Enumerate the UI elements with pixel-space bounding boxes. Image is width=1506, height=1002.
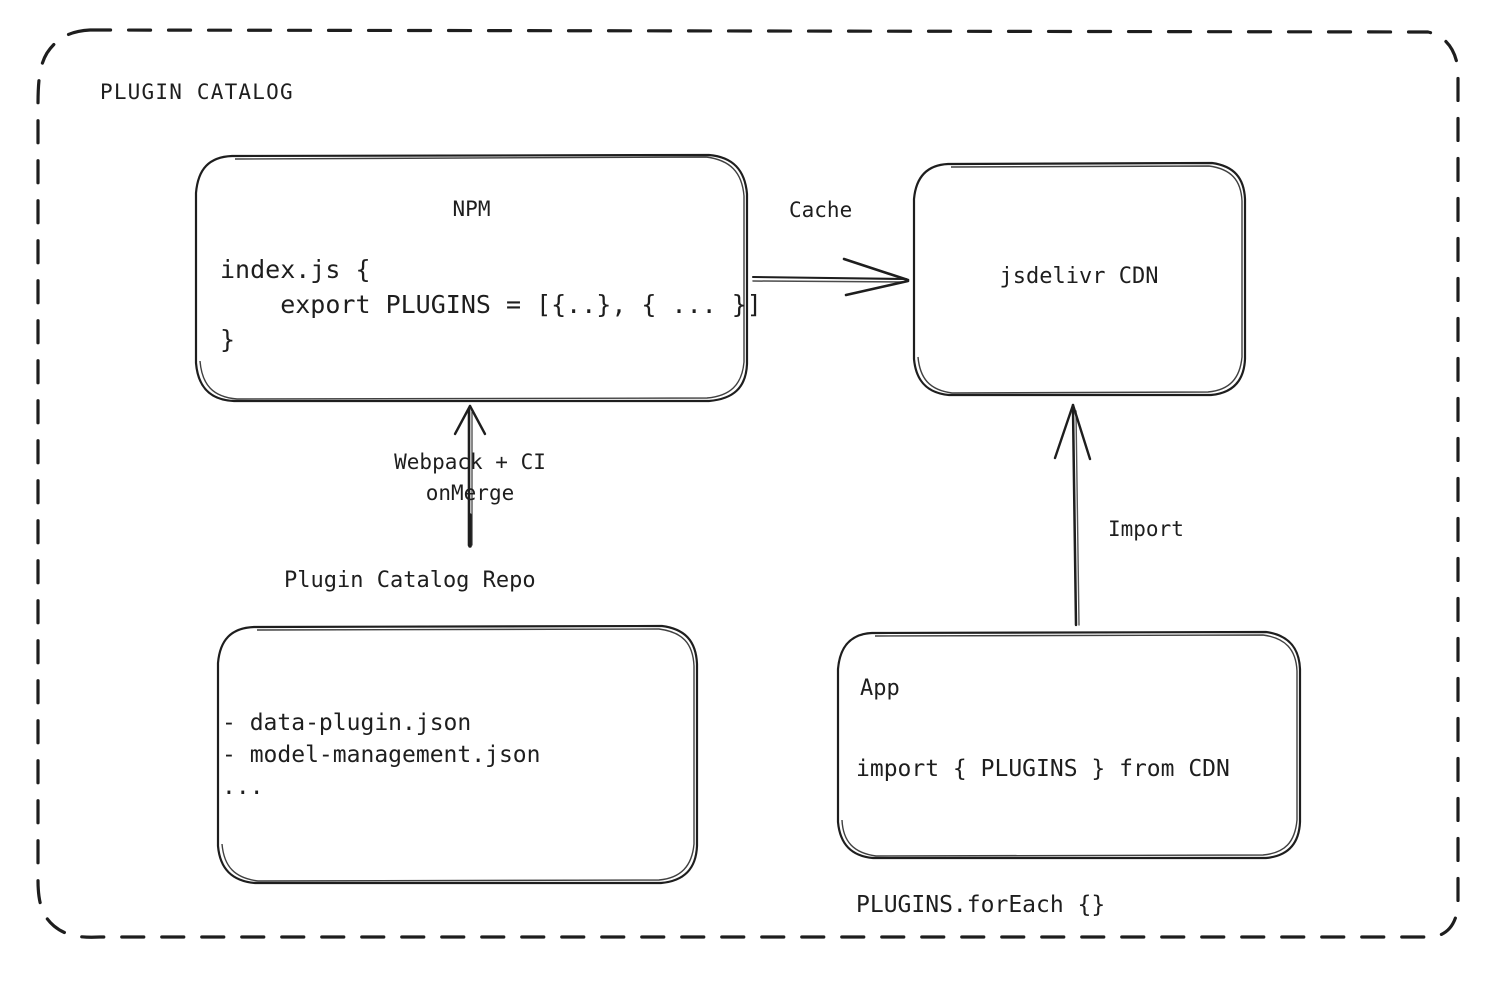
npm-node-code: index.js { export PLUGINS = [{..}, { ...… — [220, 255, 762, 354]
repo-node-label: Plugin Catalog Repo — [284, 568, 536, 593]
cdn-node-title: jsdelivr CDN — [999, 264, 1159, 289]
edge-label-import: Import — [1108, 517, 1184, 541]
edge-app-to-cdn-arrow — [1053, 403, 1092, 627]
app-node-code: import { PLUGINS } from CDN PLUGINS.forE… — [856, 756, 1230, 918]
group-title: PLUGIN CATALOG — [100, 80, 294, 104]
edge-npm-to-cdn-arrow — [751, 257, 910, 297]
edge-label-cache: Cache — [789, 198, 853, 222]
repo-node-file-list: - data-plugin.json - model-management.js… — [222, 710, 541, 800]
npm-node-title: NPM — [452, 197, 491, 221]
edge-label-webpack-ci-onmerge: Webpack + CI onMerge — [394, 450, 546, 505]
app-node-title: App — [860, 676, 900, 701]
